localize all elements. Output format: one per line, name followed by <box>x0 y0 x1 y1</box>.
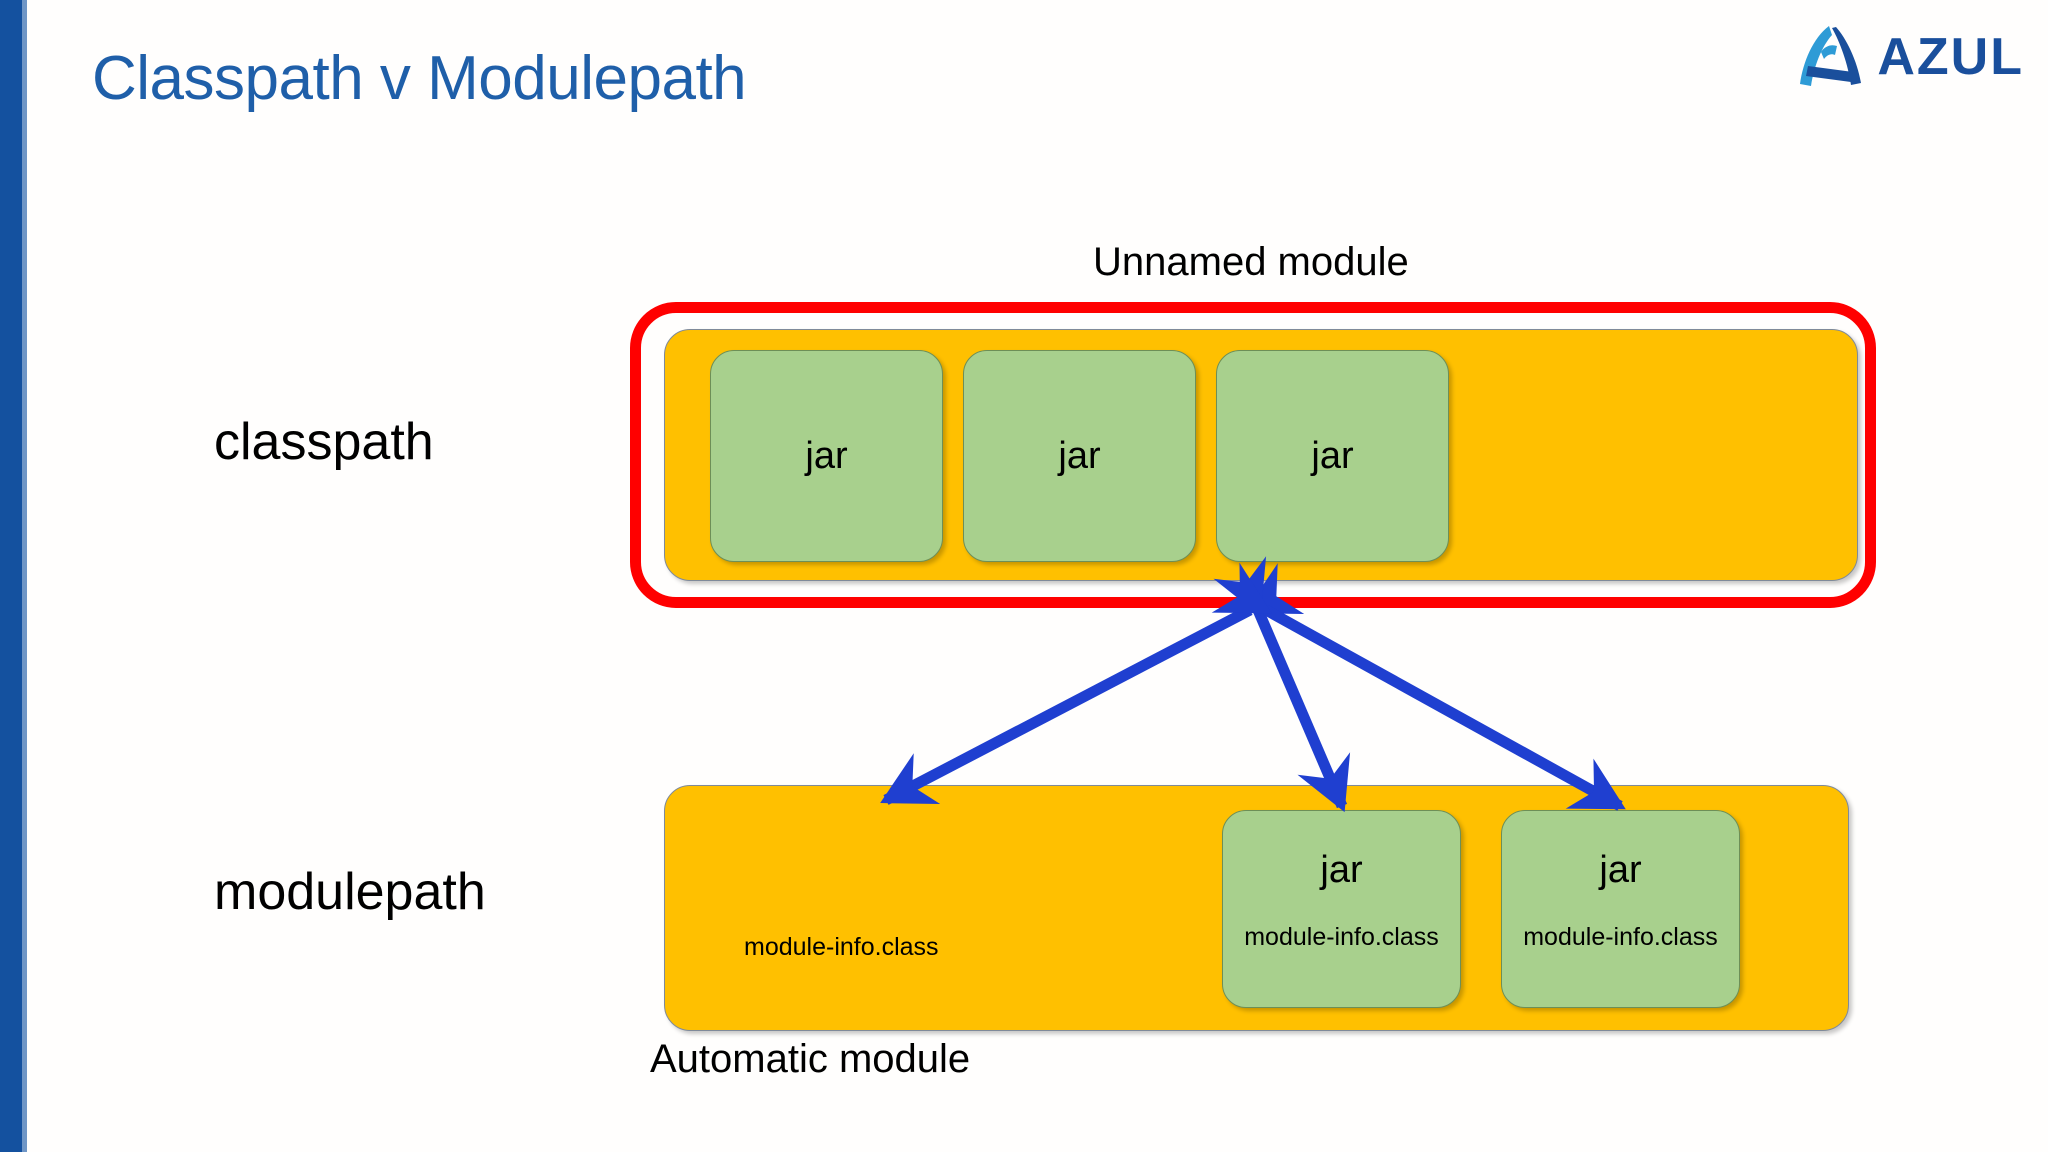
left-accent-bar-edge <box>22 0 27 1152</box>
arrow-classpath-to-automatic-module <box>880 563 1305 805</box>
jar-title: jar <box>805 435 848 477</box>
caption-unnamed-module: Unnamed module <box>1093 240 1409 284</box>
modulepath-jar[interactable]: jar module-info.class <box>1501 810 1740 1008</box>
row-label-classpath: classpath <box>214 413 434 471</box>
arrow-classpath-to-modular-jar-1 <box>1213 556 1351 813</box>
classpath-jar[interactable]: jar <box>1216 350 1449 562</box>
classpath-jar[interactable]: jar <box>710 350 943 562</box>
automatic-module-info-label: module-info.class <box>744 933 939 961</box>
jar-title: jar <box>1599 849 1642 891</box>
jar-module-info-label: module-info.class <box>1523 923 1718 951</box>
left-accent-bar <box>0 0 22 1152</box>
jar-title: jar <box>1320 849 1363 891</box>
jar-module-info-label: module-info.class <box>1244 923 1439 951</box>
caption-automatic-module: Automatic module <box>650 1037 971 1081</box>
arrow-classpath-to-modular-jar-2 <box>1211 562 1626 811</box>
modulepath-jar[interactable]: jar module-info.class <box>1222 810 1461 1008</box>
jar-title: jar <box>1311 435 1354 477</box>
azul-a-mark-icon <box>1800 26 1862 86</box>
classpath-jar[interactable]: jar <box>963 350 1196 562</box>
jar-title: jar <box>1058 435 1101 477</box>
page-title: Classpath v Modulepath <box>92 44 747 113</box>
azul-logo: AZUL <box>1791 22 2024 92</box>
azul-wordmark: AZUL <box>1877 28 2024 86</box>
row-label-modulepath: modulepath <box>214 863 486 921</box>
